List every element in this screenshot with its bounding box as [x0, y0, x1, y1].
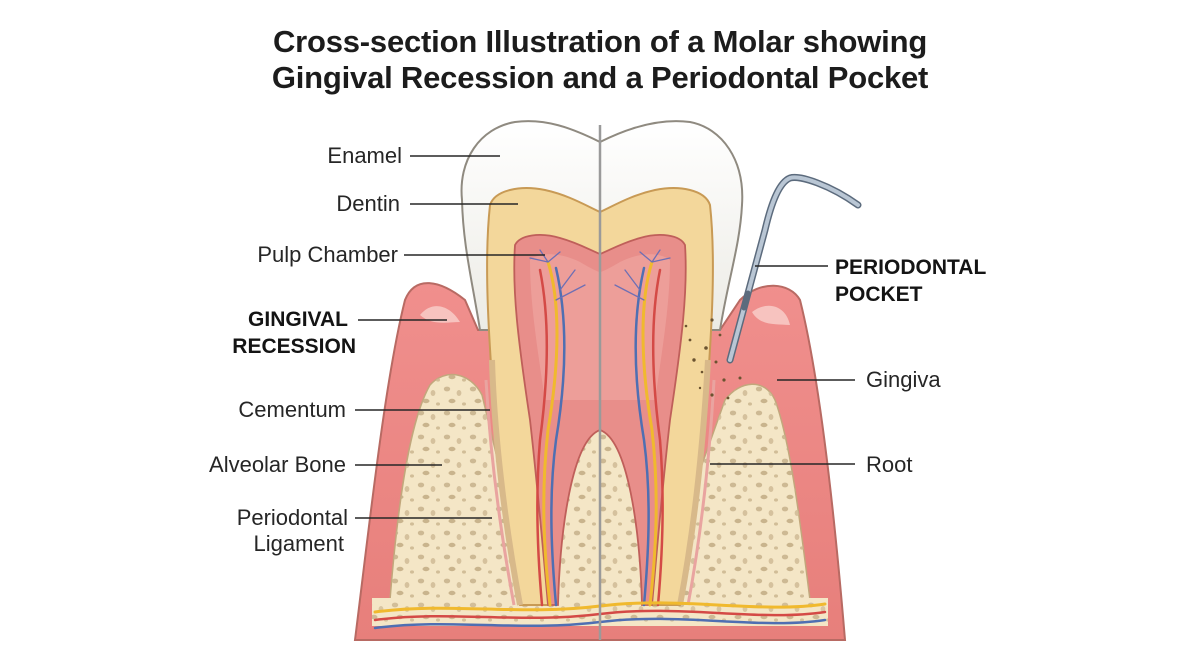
gingiva-highlight	[420, 306, 460, 323]
label-gingiva: Gingiva	[866, 367, 941, 392]
label-root: Root	[866, 452, 913, 477]
label-gingival-recession-1: GINGIVAL	[248, 308, 348, 331]
label-periodontal-pocket-2: POCKET	[835, 283, 923, 306]
label-dentin: Dentin	[336, 191, 400, 216]
title-line-2: Gingival Recession and a Periodontal Poc…	[271, 60, 929, 95]
cementum-right	[677, 359, 711, 606]
label-periodontal-pocket-1: PERIODONTAL	[835, 256, 987, 279]
periodontal-probe	[726, 173, 862, 364]
cementum-left	[489, 359, 523, 606]
gingiva-highlight-right	[752, 305, 790, 325]
title-line-1: Cross-section Illustration of a Molar sh…	[272, 24, 928, 59]
label-gingival-recession-2: RECESSION	[232, 335, 356, 358]
label-alveolar-bone: Alveolar Bone	[209, 452, 346, 477]
label-cementum: Cementum	[238, 397, 346, 422]
label-periodontal-ligament-2: Ligament	[253, 531, 344, 556]
leader-lines	[355, 155, 855, 519]
periodontal-ligament-right	[686, 379, 716, 606]
label-pulp-chamber: Pulp Chamber	[257, 242, 398, 267]
pocket-debris	[684, 318, 742, 400]
label-periodontal-ligament-1: Periodontal	[236, 505, 348, 530]
periodontal-ligament-left	[484, 379, 516, 606]
label-enamel: Enamel	[327, 143, 402, 168]
